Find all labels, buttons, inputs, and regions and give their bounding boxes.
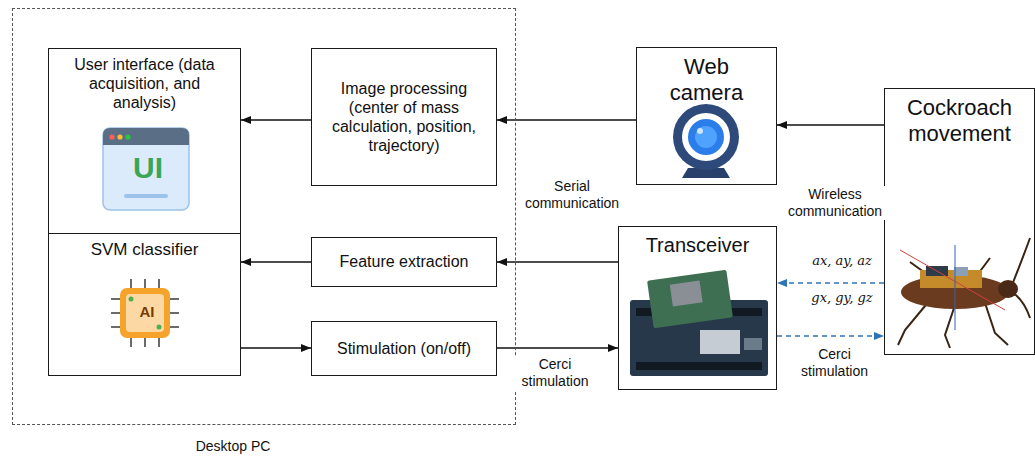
ui-dot <box>125 134 130 139</box>
box-label: User interface (data acquisition, and an… <box>57 55 232 113</box>
box-label: SVM classifier <box>91 240 199 260</box>
edge-label: Cerci stimulation <box>503 356 607 390</box>
axis-line <box>900 250 1005 310</box>
ui-window <box>103 128 189 210</box>
signal-name: gx, gy, gz <box>800 290 884 306</box>
chip-pin <box>111 312 121 314</box>
signal-name: ax, ay, az <box>800 253 884 269</box>
box-label: Web camera <box>645 54 768 107</box>
backpack-chip <box>954 267 968 276</box>
process-box: Feature extraction <box>311 237 497 287</box>
ui-dot <box>109 134 114 139</box>
webcam-body <box>673 104 739 170</box>
usb-chip <box>700 330 740 354</box>
edge-label: Serial communication <box>520 178 624 212</box>
wireless-arrow <box>777 282 884 283</box>
chip-pin <box>169 312 179 314</box>
process-box: Stimulation (on/off) <box>311 321 497 376</box>
box-label: Transceiver <box>646 233 750 257</box>
chip-pin <box>111 298 121 300</box>
chip-pin <box>130 279 132 289</box>
icon-text: AI <box>125 303 169 321</box>
process-box: User interface (data acquisition, and an… <box>48 48 241 234</box>
antenna <box>1012 292 1030 318</box>
device-box: Web camera <box>636 47 777 185</box>
process-box: Image processing (center of mass calcula… <box>311 48 497 186</box>
chip-pin <box>144 279 146 289</box>
subject-box: Cockroach movement <box>884 88 1035 355</box>
flow-arrow <box>241 119 311 120</box>
webcam-lens-inner <box>695 126 717 148</box>
wireless-arrow <box>777 335 884 336</box>
box-label: Feature extraction <box>340 252 469 271</box>
ui-bar <box>124 194 168 198</box>
edge-label: Wireless communication <box>783 186 887 220</box>
ui-titlebar <box>103 128 189 145</box>
transceiver-board <box>630 270 768 376</box>
chip-pin <box>169 326 179 328</box>
flow-arrow <box>497 119 636 120</box>
ui-icon <box>103 128 189 210</box>
chip-pin <box>169 298 179 300</box>
flow-arrow <box>777 124 884 125</box>
radio-module <box>670 280 703 306</box>
leg <box>898 300 930 345</box>
chip-body <box>121 289 169 337</box>
cockroach-head <box>998 280 1018 298</box>
chip-pin <box>111 326 121 328</box>
connector <box>744 338 762 350</box>
chip-dot <box>157 325 162 330</box>
antenna <box>1012 238 1030 285</box>
webcam-lens <box>688 119 724 155</box>
group-label: Desktop PC <box>163 438 303 455</box>
group-region: Desktop PCUser interface (data acquisiti… <box>12 8 516 425</box>
flow-arrow <box>241 347 311 348</box>
box-label: Cockroach movement <box>893 95 1026 148</box>
device-box: Transceiver <box>618 226 777 390</box>
icon-text: UI <box>118 150 178 186</box>
chip-pin <box>144 337 146 347</box>
chip-dot <box>129 297 134 302</box>
cockroach-picture <box>898 238 1030 348</box>
webcam-ring <box>682 113 730 161</box>
flow-arrow <box>241 261 311 262</box>
board-header <box>636 362 762 370</box>
board-shield <box>647 270 733 329</box>
leg <box>945 305 955 348</box>
chip-pin <box>158 279 160 289</box>
box-label: Image processing (center of mass calcula… <box>320 79 488 156</box>
box-label: Stimulation (on/off) <box>337 339 471 358</box>
webcam-glint <box>697 128 703 134</box>
webcam-icon <box>673 104 739 178</box>
edge-label: Cerci stimulation <box>785 346 884 380</box>
ui-dot <box>117 134 122 139</box>
chip-pin <box>158 337 160 347</box>
ai-chip-icon <box>111 279 179 347</box>
chip-pin <box>130 337 132 347</box>
axis-line <box>955 245 956 330</box>
